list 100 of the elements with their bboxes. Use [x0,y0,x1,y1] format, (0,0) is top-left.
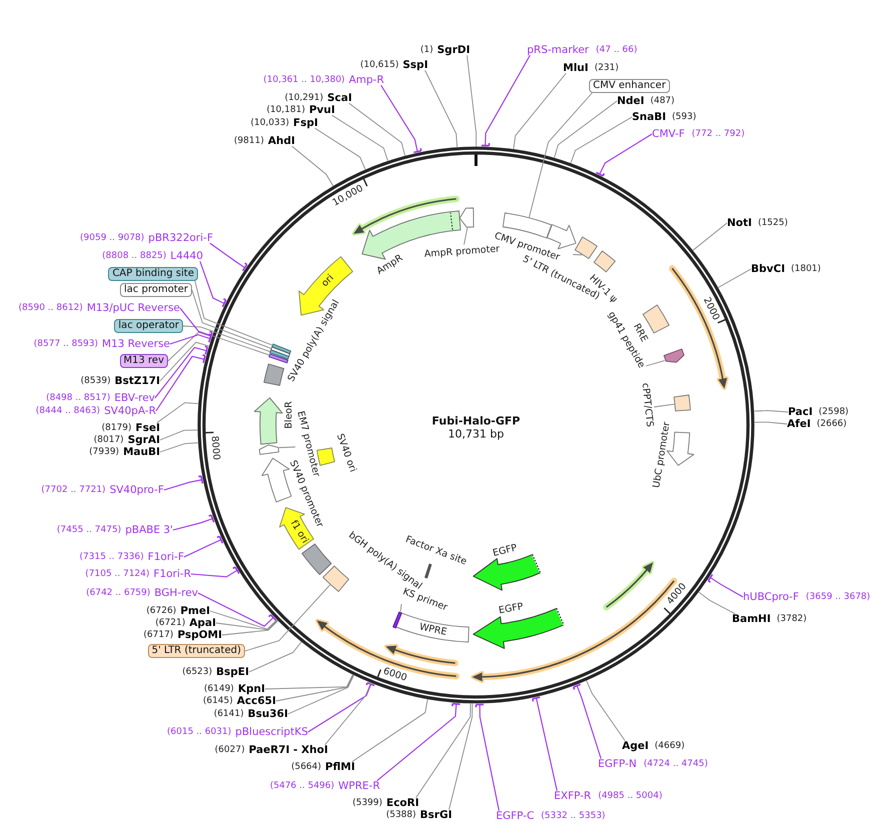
primer-name: M13 Reverse [102,338,170,350]
feature-label: f1 ori [288,519,310,546]
enzyme-name: BsrGI [420,810,452,820]
cut-position: (6717) [144,631,174,640]
enzyme-name: SgrDI [437,44,470,56]
leader-line [160,442,198,452]
leader-line [324,682,372,746]
feature-tag: M13 rev [120,354,168,368]
enzyme-name: BstZ17I [114,376,160,386]
leader-line [595,134,652,177]
cut-position: (6141) [214,710,244,719]
primer-range: (4724 .. 4745) [644,760,708,769]
enzyme-name: BspEI [216,666,249,678]
cut-position: (8017) [94,436,124,445]
enzyme-name: ApaI [189,618,216,628]
leader-line [216,620,278,630]
cut-position: (10,615) [360,61,399,70]
leader-line [194,280,273,346]
cut-position: (5388) [386,811,416,820]
feature-label: EGFP [498,602,524,616]
leader-line [400,604,402,612]
enzyme-name: NdeI [617,96,644,106]
leader-line [352,698,428,762]
cut-position: (2598) [818,408,849,417]
primer-name: SV40pA-R [104,406,156,416]
enzyme-name: MauBI [123,446,160,458]
enzyme-name: KpnI [238,684,265,694]
primer-range: (9059 .. 9078) [80,234,144,243]
enzyme-name: AfeI [787,418,811,430]
primer-name: CMV-F [652,128,685,140]
leader-line [424,70,458,148]
primer-range: (7315 .. 7336) [80,553,144,562]
cut-position: (3782) [776,615,807,624]
cut-position: (5664) [291,763,322,772]
cut-position: (1801) [790,265,821,274]
cut-position: (1) [420,46,434,55]
primer-range: (8808 .. 8825) [102,252,166,261]
leader-line [222,620,278,636]
leader-line [308,682,376,732]
enzyme-name: SspI [402,60,428,70]
primer-name: EGFP-N [598,758,637,770]
enzyme-name: SnaBI [632,112,666,122]
leader-line [168,330,270,362]
primer-range: (4985 .. 5004) [598,792,662,801]
leader-line [376,702,461,782]
leader-line [278,446,296,448]
primer-name: pBR322ori-F [148,232,213,244]
leader-line [513,72,566,150]
leader-line [646,360,666,366]
cut-position: (6145) [202,697,233,706]
primer-name: EBV-rev [114,392,155,404]
cut-position: (10,033) [250,119,290,128]
leader-line [570,116,632,164]
enzyme-name: ScaI [327,92,352,104]
cut-position: (6523) [182,668,212,677]
feature-label: EGFP [492,543,518,559]
primer-name: EGFP-C [496,810,534,822]
cut-position: (5399) [352,799,382,808]
primer-range: (6742 .. 6759) [86,589,150,598]
feature-tag: CMV enhancer [589,79,670,93]
cut-position: (9811) [234,137,264,146]
cut-position: (7939) [89,448,120,457]
cut-position: (231) [594,64,619,73]
leader-line [210,610,278,630]
enzyme-name: AhdI [268,136,295,146]
leader-line [466,54,477,147]
leader-line [264,674,354,690]
leader-line [160,342,210,382]
leader-line [198,592,277,627]
primer-range: (8577 .. 8593) [34,340,98,349]
cut-position: (593) [672,113,696,122]
primer-range: (8498 .. 8517) [46,394,110,403]
leader-line [586,680,626,742]
primer-name: F1ori-R [154,568,191,580]
primer-range: (10,361 .. 10,380) [263,76,345,85]
primer-range: (5332 .. 5353) [541,812,606,821]
primer-range: (7105 .. 7124) [85,570,150,579]
leader-line [192,290,272,349]
leader-line [416,703,471,798]
scale-label: 8000 [208,436,220,460]
feature-label: SV40 ori [334,432,358,474]
enzyme-name: BamHI [732,614,771,624]
cut-position: (6149) [204,685,234,694]
primer-range: (5476 .. 5496) [270,782,334,791]
cut-position: (4669) [654,742,685,751]
primer-range: (3659 .. 3678) [806,593,870,602]
enzyme-name: FseI [136,422,160,434]
cut-position: (10,291) [284,94,324,103]
leader-line [654,404,675,408]
primer-name: pBluescriptKS [235,726,308,738]
primer-name: EXFP-R [554,790,592,802]
feature-tag: lac operator [114,319,183,333]
primer-name: M13/pUC Reverse [86,302,180,314]
plasmid-name: Fubi-Halo-GFP [432,416,520,426]
leader-line [554,100,618,158]
leader-line [380,84,422,154]
leader-line [170,333,212,345]
enzyme-name: AgeI [622,740,649,752]
leader-line [698,592,736,614]
enzyme-name: FspI [293,118,318,128]
